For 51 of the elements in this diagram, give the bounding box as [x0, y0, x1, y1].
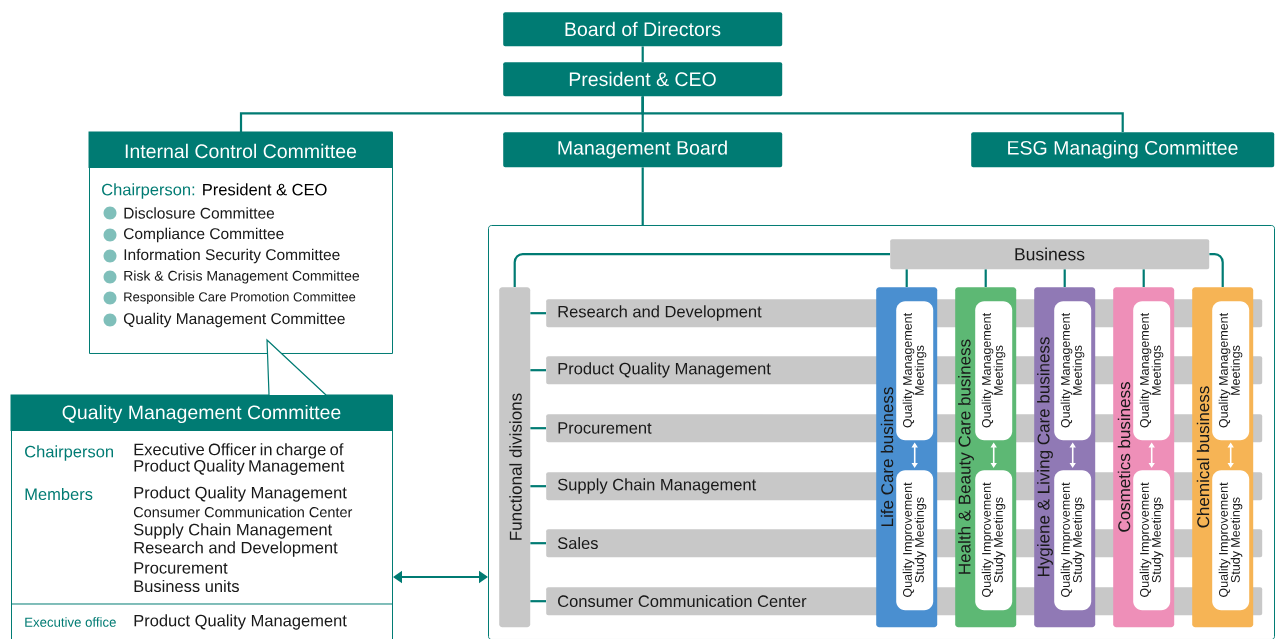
field-label: Members — [25, 487, 93, 501]
connector-line — [1209, 253, 1224, 287]
field-value: Executive Officer in charge of Product Quality Management — [134, 443, 345, 475]
meeting-box: Quality Management Meetings — [1133, 301, 1171, 441]
list-item: Risk & Crisis Management Committee — [124, 270, 360, 284]
list-item: Disclosure Committee — [124, 207, 275, 219]
title-box: Board of Directors — [503, 12, 783, 47]
member-item: Research and Development — [134, 541, 338, 557]
list-item: Quality Management Committee — [123, 312, 345, 328]
connector-line — [530, 369, 546, 372]
member-item: Product Quality Management — [134, 486, 347, 502]
connector-line — [641, 96, 1124, 132]
meeting-box: Quality Management Meetings — [1054, 301, 1092, 441]
list-item: Information Security Committee — [124, 248, 340, 264]
list-item: Compliance Committee — [124, 227, 284, 243]
meeting-box: Quality Improvement Study Meetings — [1054, 470, 1092, 611]
meeting-box: Quality Management Meetings — [1212, 301, 1250, 441]
title-box: Management Board — [503, 132, 783, 168]
member-item: Business units — [134, 579, 239, 593]
title-box: President & CEO — [503, 62, 783, 97]
connector-line — [984, 269, 987, 287]
meeting-box: Quality Improvement Study Meetings — [1133, 470, 1171, 611]
business-bar: Business — [890, 239, 1210, 270]
list-item: Responsible Care Promotion Committee — [124, 291, 356, 305]
meeting-box: Quality Management Meetings — [896, 301, 934, 441]
chairperson-line: Chairperson: President & CEO — [102, 183, 327, 199]
connector-line — [641, 167, 644, 225]
meeting-box: Quality Improvement Study Meetings — [1212, 470, 1250, 611]
connector-line — [530, 600, 546, 603]
connector-line — [530, 542, 546, 545]
connector-line — [1063, 269, 1066, 287]
meeting-box: Quality Improvement Study Meetings — [975, 470, 1013, 611]
member-item: Supply Chain Management — [133, 523, 333, 539]
field-label: Executive office — [25, 617, 116, 627]
field-value: Product Quality Management — [134, 614, 347, 630]
connector-line — [530, 485, 546, 488]
member-item: Procurement — [134, 562, 228, 574]
connector-line — [905, 269, 908, 287]
callout-pointer — [266, 338, 327, 396]
title-box: ESG Managing Committee — [971, 132, 1275, 168]
connector-line — [641, 46, 644, 62]
member-item: Consumer Communication Center — [133, 506, 353, 518]
meeting-box: Quality Improvement Study Meetings — [896, 470, 934, 611]
connector-line — [513, 253, 890, 287]
meeting-box: Quality Management Meetings — [975, 301, 1013, 441]
connector-line — [530, 312, 546, 315]
field-label: Chairperson — [25, 445, 113, 461]
division-bar: Functional divisions — [499, 287, 531, 628]
connector-line — [1142, 269, 1145, 287]
arrow — [393, 570, 488, 584]
connector-line — [530, 427, 546, 430]
